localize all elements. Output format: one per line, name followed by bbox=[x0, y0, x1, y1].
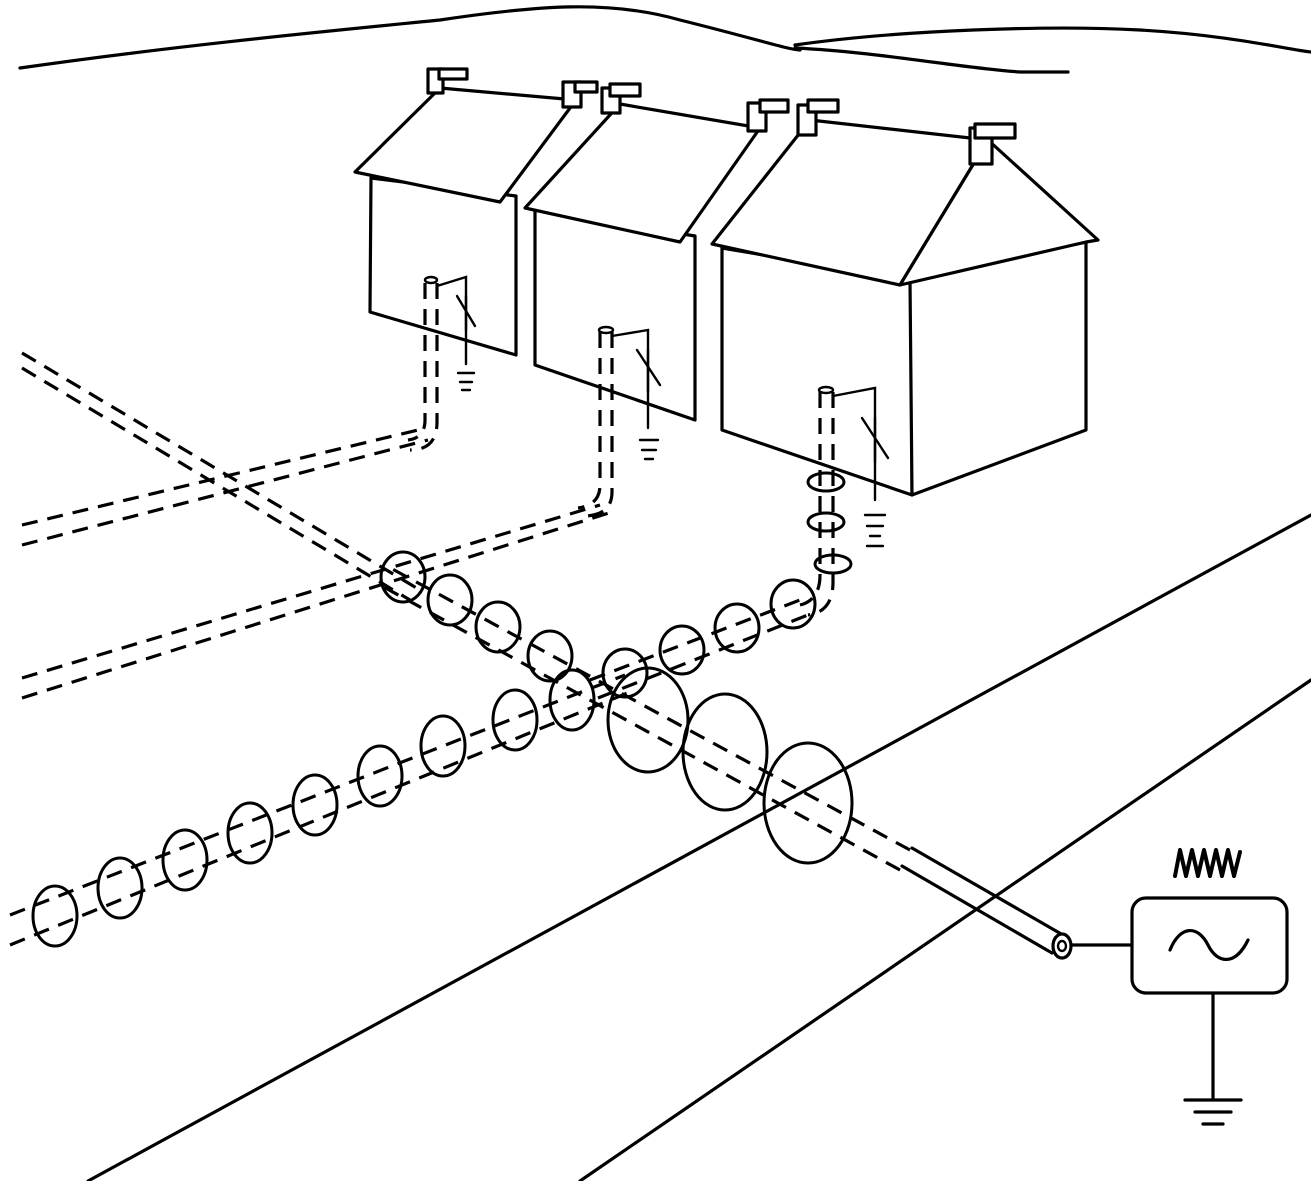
ring bbox=[379, 550, 427, 604]
ring bbox=[426, 573, 474, 627]
main-pipe bbox=[9, 563, 911, 947]
square-wave-icon bbox=[1173, 848, 1242, 878]
house-3 bbox=[710, 98, 1100, 617]
ring bbox=[548, 668, 596, 732]
ground-icon bbox=[1183, 1098, 1243, 1126]
ring bbox=[474, 600, 522, 654]
ring bbox=[769, 578, 817, 630]
road bbox=[86, 513, 1311, 1181]
ground-contours bbox=[18, 5, 1311, 74]
pipe-end bbox=[900, 846, 1134, 960]
ring bbox=[491, 688, 539, 752]
ring bbox=[601, 647, 649, 699]
ring bbox=[526, 629, 574, 683]
ring bbox=[713, 602, 761, 654]
ring bbox=[226, 801, 274, 865]
sine-wave-icon bbox=[1168, 929, 1250, 961]
ring bbox=[96, 856, 144, 920]
house-2 bbox=[523, 82, 790, 518]
induced-current-rings bbox=[31, 550, 854, 948]
ring bbox=[356, 744, 404, 808]
ring bbox=[681, 692, 769, 812]
signal-generator bbox=[1130, 848, 1289, 1126]
ring bbox=[606, 666, 690, 774]
house-1 bbox=[353, 67, 599, 452]
ring bbox=[762, 741, 854, 865]
ring bbox=[31, 884, 79, 948]
ring bbox=[658, 624, 706, 676]
branch-pipes-left bbox=[21, 351, 613, 700]
ring bbox=[291, 773, 339, 837]
ring bbox=[161, 828, 209, 892]
ring bbox=[419, 714, 467, 778]
